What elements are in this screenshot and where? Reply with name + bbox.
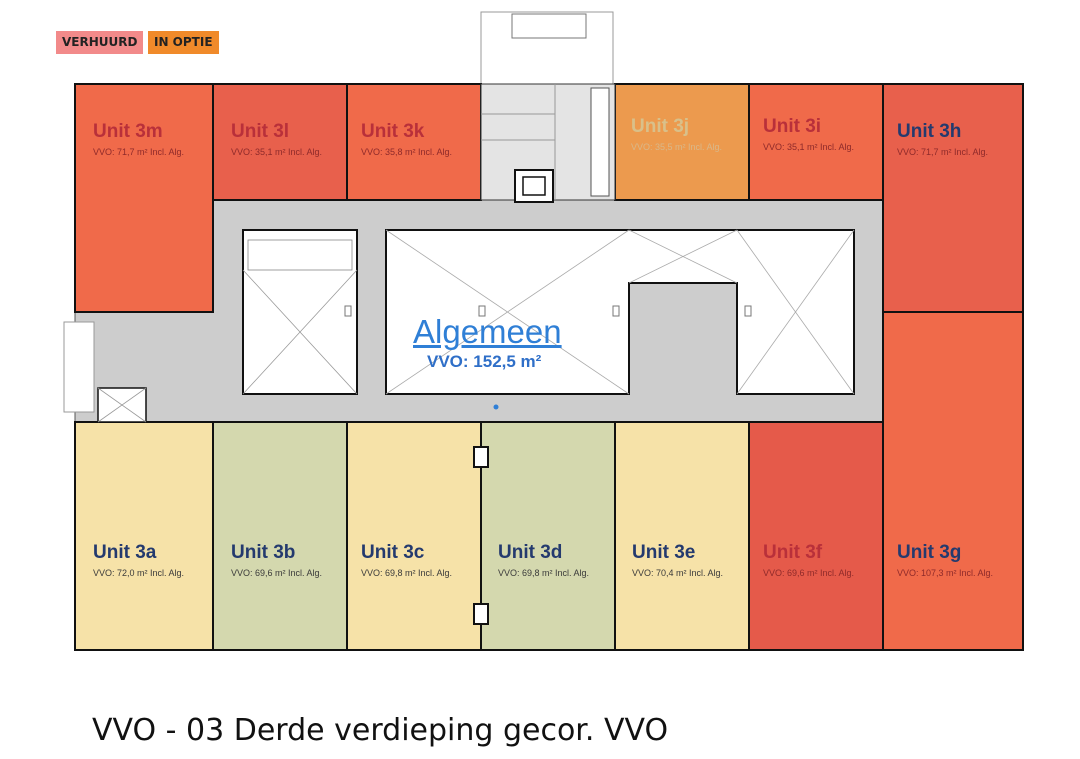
unit-3c-area-label: VVO: 69,8 m² Incl. Alg. — [361, 568, 453, 578]
unit-3b-title: Unit 3b — [231, 542, 296, 563]
unit-3i-area — [748, 83, 884, 201]
unit-3j-title: Unit 3j — [631, 116, 690, 137]
unit-3h-area-label: VVO: 71,7 m² Incl. Alg. — [897, 147, 989, 157]
unit-3j-area — [614, 83, 750, 201]
unit-3h-title: Unit 3h — [897, 121, 962, 142]
unit-3e-title: Unit 3e — [632, 542, 696, 563]
unit-3g-title: Unit 3g — [897, 542, 962, 563]
unit-3a-title: Unit 3a — [93, 542, 157, 563]
column-bottom — [473, 603, 489, 625]
unit-3l-title: Unit 3l — [231, 121, 290, 142]
unit-3a-area — [74, 421, 214, 651]
legend-in-option: IN OPTIE — [148, 31, 219, 54]
unit-3b-area-label: VVO: 69,6 m² Incl. Alg. — [231, 568, 323, 578]
unit-3d-area-label: VVO: 69,8 m² Incl. Alg. — [498, 568, 590, 578]
unit-3b-area — [212, 421, 348, 651]
unit-3i-title: Unit 3i — [763, 116, 822, 137]
unit-3l-area-label: VVO: 35,1 m² Incl. Alg. — [231, 147, 323, 157]
floor-plan — [63, 11, 1024, 651]
unit-3k-area-label: VVO: 35,8 m² Incl. Alg. — [361, 147, 453, 157]
common-area-title[interactable]: Algemeen — [413, 313, 562, 350]
side-balcony — [63, 321, 95, 413]
unit-3i-area-label: VVO: 35,1 m² Incl. Alg. — [763, 142, 855, 152]
unit-3m-area — [74, 83, 214, 313]
balcony — [480, 11, 614, 85]
unit-3j-area-label: VVO: 35,5 m² Incl. Alg. — [631, 142, 723, 152]
unit-3c-title: Unit 3c — [361, 542, 425, 563]
unit-3h-area — [882, 83, 1024, 313]
unit-3e-area — [614, 421, 750, 651]
unit-3m-area-label: VVO: 71,7 m² Incl. Alg. — [93, 147, 185, 157]
unit-3d-area — [480, 421, 616, 651]
unit-3f-title: Unit 3f — [763, 542, 823, 563]
stairs-top — [511, 13, 587, 39]
elevator — [514, 169, 554, 203]
unit-3k-title: Unit 3k — [361, 121, 425, 142]
floor-caption: VVO - 03 Derde verdieping gecor. VVO — [92, 713, 669, 748]
unit-3f-area-label: VVO: 69,6 m² Incl. Alg. — [763, 568, 855, 578]
stair-void — [242, 229, 358, 395]
legend-rented: VERHUURD — [56, 31, 144, 54]
common-area-size: VVO: 152,5 m² — [427, 352, 542, 371]
unit-3e-area-label: VVO: 70,4 m² Incl. Alg. — [632, 568, 724, 578]
unit-3f-area — [748, 421, 884, 651]
unit-3k-area — [346, 83, 482, 201]
unit-3a-area-label: VVO: 72,0 m² Incl. Alg. — [93, 568, 185, 578]
unit-3d-title: Unit 3d — [498, 542, 563, 563]
shaft — [590, 87, 610, 197]
unit-3m-title: Unit 3m — [93, 121, 163, 142]
unit-3g-area — [882, 311, 1024, 651]
common-marker — [493, 404, 499, 410]
column-top — [473, 446, 489, 468]
unit-3g-area-label: VVO: 107,3 m² Incl. Alg. — [897, 568, 994, 578]
unit-3c-area — [346, 421, 482, 651]
